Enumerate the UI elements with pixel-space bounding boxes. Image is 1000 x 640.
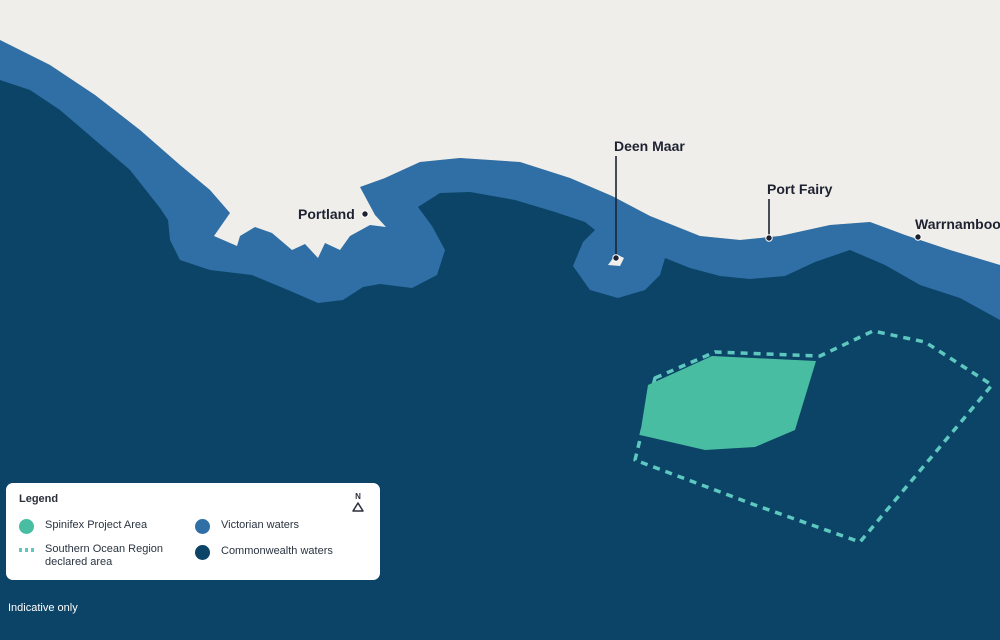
commonwealth-waters-swatch-icon [195, 545, 210, 560]
legend-title: Legend [19, 493, 59, 505]
deen-maar-marker[interactable] [612, 254, 620, 262]
southern-ocean-region-boundary[interactable] [633, 329, 994, 544]
port-fairy-label: Port Fairy [767, 181, 833, 197]
spinifex-project-area[interactable] [640, 356, 816, 450]
legend-label-commonwealth-waters: Commonwealth waters [221, 545, 333, 557]
warrnambool-marker[interactable] [914, 233, 922, 241]
portland-label: Portland [298, 206, 355, 222]
legend-panel: Legend N Spinifex Project Area Southern … [6, 483, 380, 580]
legend-label-southern-ocean: Southern Ocean Region declared area [45, 543, 164, 568]
land [0, 0, 1000, 265]
dashed-line-icon [19, 548, 34, 552]
north-label: N [355, 492, 361, 501]
legend-item-commonwealth-waters: Commonwealth waters [195, 545, 333, 560]
spinifex-swatch-icon [19, 519, 34, 534]
legend-item-southern-ocean: Southern Ocean Region declared area [19, 543, 175, 569]
north-arrow-icon: N [352, 492, 364, 512]
legend-item-victorian-waters: Victorian waters [195, 519, 299, 534]
deen-maar-label: Deen Maar [614, 138, 685, 154]
legend-label-spinifex: Spinifex Project Area [45, 519, 148, 531]
legend-label-victorian-waters: Victorian waters [221, 519, 300, 531]
legend-item-spinifex: Spinifex Project Area [19, 519, 147, 534]
victorian-waters-swatch-icon [195, 519, 210, 534]
port-fairy-marker[interactable] [765, 234, 773, 242]
victorian-waters [0, 40, 1000, 320]
indicative-note: Indicative only [8, 602, 78, 614]
portland-marker[interactable] [361, 210, 369, 218]
warrnambool-label: Warrnambool [915, 216, 1000, 232]
